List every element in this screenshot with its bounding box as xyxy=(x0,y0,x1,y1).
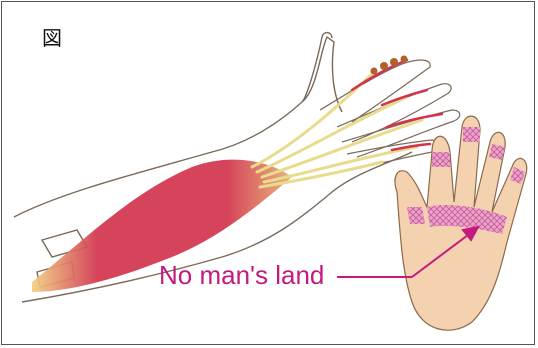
no-mans-land-label: No man's land xyxy=(159,260,324,291)
tendon-sheath xyxy=(371,56,408,75)
